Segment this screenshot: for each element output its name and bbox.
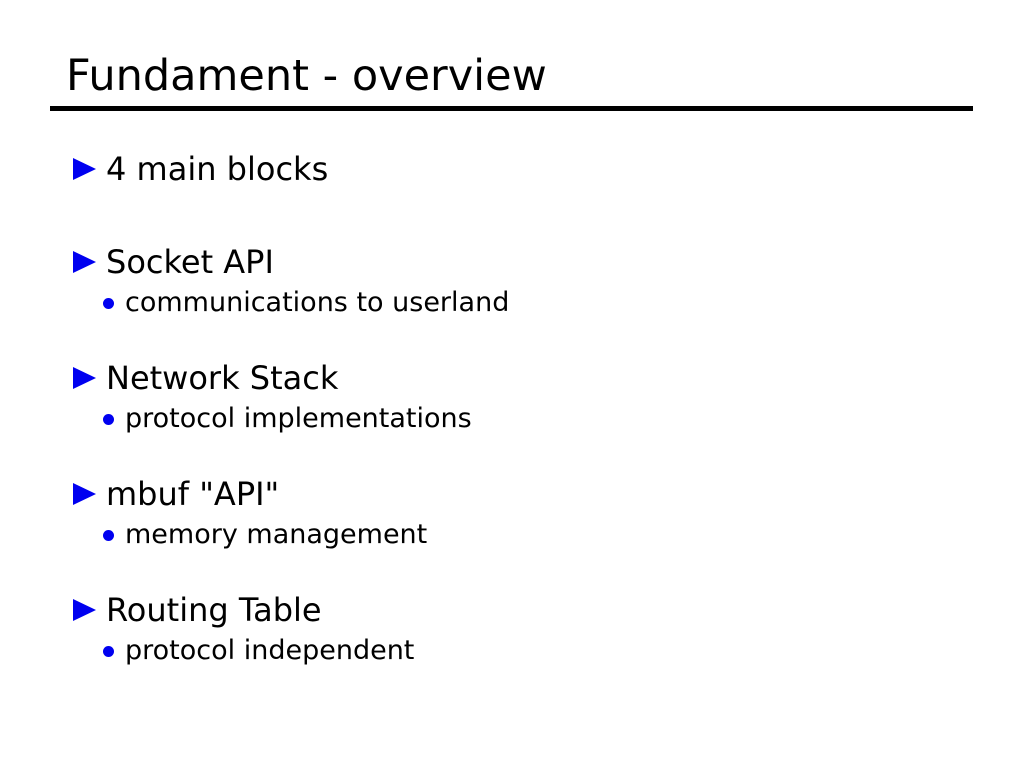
sub-bullet-label: communications to userland xyxy=(125,287,510,318)
triangle-bullet-icon xyxy=(73,251,96,273)
dot-bullet-icon xyxy=(103,645,114,657)
bullet-item-label: mbuf "API" xyxy=(106,475,280,513)
sub-bullet-item: protocol implementations xyxy=(103,402,994,436)
bullet-group: Routing Table protocol independent xyxy=(73,589,994,668)
bullet-group: mbuf "API" memory management xyxy=(73,473,994,552)
bullet-group: Socket API communications to userland xyxy=(73,241,994,320)
sub-bullet-label: protocol independent xyxy=(125,635,415,666)
triangle-bullet-icon xyxy=(73,483,96,505)
bullet-item: Routing Table xyxy=(73,589,994,631)
bullet-item: Network Stack xyxy=(73,357,994,399)
dot-bullet-icon xyxy=(103,297,114,309)
sub-bullet-item: protocol independent xyxy=(103,634,994,668)
bullet-item: Socket API xyxy=(73,241,994,283)
bullet-list: 4 main blocks Socket API communications … xyxy=(73,148,994,705)
bullet-item-label: Network Stack xyxy=(106,359,339,397)
title-underline xyxy=(50,106,973,111)
bullet-item-label: Socket API xyxy=(106,243,274,281)
dot-bullet-icon xyxy=(103,413,114,425)
bullet-item-label: Routing Table xyxy=(106,591,322,629)
bullet-item: mbuf "API" xyxy=(73,473,994,515)
sub-bullet-label: protocol implementations xyxy=(125,403,472,434)
bullet-item-label: 4 main blocks xyxy=(106,150,329,188)
triangle-bullet-icon xyxy=(73,599,96,621)
bullet-group: Network Stack protocol implementations xyxy=(73,357,994,436)
sub-bullet-item: communications to userland xyxy=(103,286,994,320)
triangle-bullet-icon xyxy=(73,367,96,389)
dot-bullet-icon xyxy=(103,529,114,541)
sub-bullet-item: memory management xyxy=(103,518,994,552)
slide-title: Fundament - overview xyxy=(66,51,547,101)
triangle-bullet-icon xyxy=(73,158,96,180)
bullet-group: 4 main blocks xyxy=(73,148,994,190)
sub-bullet-label: memory management xyxy=(125,519,428,550)
bullet-item: 4 main blocks xyxy=(73,148,994,190)
